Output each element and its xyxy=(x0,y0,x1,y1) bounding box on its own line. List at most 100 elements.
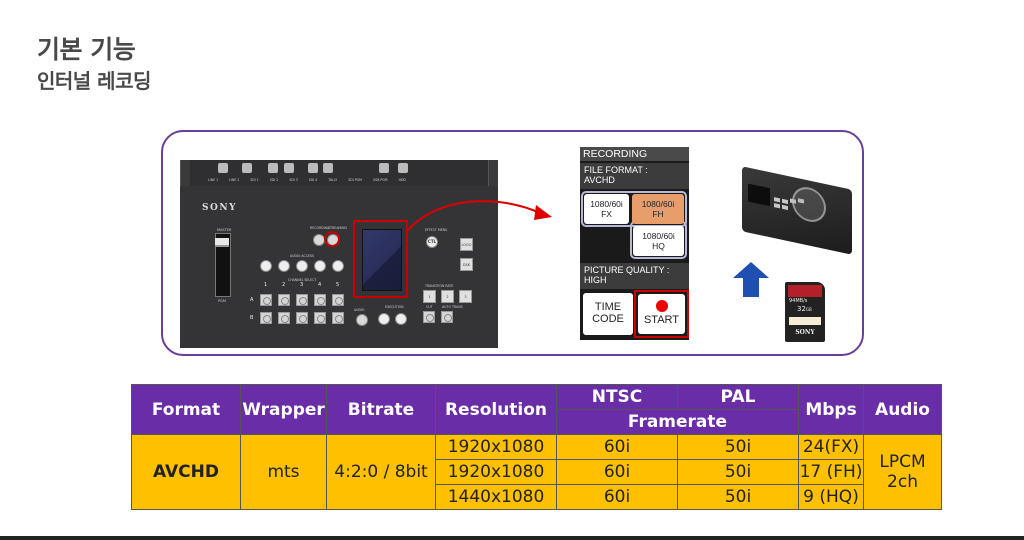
streaming-highlight xyxy=(324,231,340,247)
lcd-touch-screen[interactable] xyxy=(362,229,402,291)
device-brand-logo: SONY xyxy=(202,203,237,213)
execution-button[interactable] xyxy=(378,313,390,325)
channel-a-button[interactable] xyxy=(314,294,326,306)
arrow-head xyxy=(534,205,552,220)
header-resolution: Resolution xyxy=(435,384,557,435)
header-wrapper: Wrapper xyxy=(240,384,327,435)
recording-menu-panel: RECORDING FILE FORMAT : AVCHD 1080/60i F… xyxy=(580,147,689,340)
time-code-line2: CODE xyxy=(592,313,624,325)
effect-menu-button[interactable]: CTL xyxy=(426,236,438,248)
audio-button[interactable] xyxy=(260,260,272,272)
device-sd-slot-illustration xyxy=(738,166,856,258)
option-line2: HQ xyxy=(652,241,665,251)
format-option-fx[interactable]: 1080/60i FX xyxy=(584,194,629,224)
transition-rate-button[interactable]: 2 xyxy=(441,290,454,303)
sd-speed: 94MB/s xyxy=(789,298,808,304)
cut-label: CUT xyxy=(426,305,433,309)
connector-icon xyxy=(379,163,389,173)
port-label: LINE 1 xyxy=(208,178,219,182)
cell-ntsc: 60i xyxy=(556,484,678,510)
arrow-line xyxy=(407,200,541,231)
cell-pal: 50i xyxy=(677,459,799,485)
row-a-label: A xyxy=(250,297,254,303)
bottom-divider xyxy=(0,536,1024,540)
picture-quality-info: PICTURE QUALITY : HIGH xyxy=(580,263,689,289)
audio-button[interactable] xyxy=(332,260,344,272)
row-b-label: B xyxy=(250,315,254,321)
master-fader[interactable] xyxy=(215,233,231,297)
dial-icon xyxy=(792,183,826,226)
channel-b-button[interactable] xyxy=(278,312,290,324)
pgm-label: PGM xyxy=(218,299,226,303)
start-highlight: START xyxy=(634,290,689,338)
format-option-hq[interactable]: 1080/60i HQ xyxy=(633,226,684,256)
device-key xyxy=(774,197,780,203)
option-line1: 1080/60i xyxy=(590,199,623,209)
cell-mbps: 24(FX) xyxy=(798,434,864,460)
device-post xyxy=(488,160,498,186)
audio-button[interactable] xyxy=(296,260,308,272)
cell-ntsc: 60i xyxy=(556,459,678,485)
port-label: USB PGM xyxy=(372,178,388,182)
start-button[interactable]: START xyxy=(638,294,685,334)
port-label: SDI 3 xyxy=(289,178,298,182)
time-code-line1: TIME xyxy=(594,301,622,313)
red-arrow-icon xyxy=(407,200,552,231)
channel-number: 2 xyxy=(282,282,286,288)
cell-resolution: 1920x1080 xyxy=(435,459,557,485)
fader-knob[interactable] xyxy=(215,238,229,247)
port-label: HDD xyxy=(398,178,406,182)
sd-card-label-area xyxy=(789,317,821,325)
sd-card-stripe xyxy=(788,285,822,297)
device-rear-panel: LINE 1 LINE 2 SDI 1 SDI 2 SDI 3 SDI 4 TA… xyxy=(180,160,498,186)
channel-b-button[interactable] xyxy=(332,312,344,324)
connector-icon xyxy=(323,163,333,173)
channel-b-button[interactable] xyxy=(296,312,308,324)
device-key xyxy=(774,203,780,209)
audio-label: AUDIO xyxy=(354,308,365,312)
header-pal: PAL xyxy=(677,384,799,410)
option-line1: 1080/60i xyxy=(642,231,675,241)
cell-resolution: 1920x1080 xyxy=(435,434,557,460)
file-format-value: AVCHD xyxy=(584,175,615,185)
audio-follow-button[interactable] xyxy=(356,314,368,326)
port-label: LINE 2 xyxy=(229,178,240,182)
option-line2: FX xyxy=(601,209,612,219)
sd-card-icon: 94MB/s 32GB SONY xyxy=(785,282,825,342)
cell-audio: LPCM 2ch xyxy=(863,434,942,510)
port-label: SDI 2 xyxy=(269,178,279,182)
transition-rate-button[interactable]: 1 xyxy=(423,290,436,303)
logo-button[interactable]: LOGO xyxy=(460,238,473,251)
channel-number: 3 xyxy=(300,282,304,288)
channel-number: 4 xyxy=(318,282,322,288)
execution-button[interactable] xyxy=(395,313,407,325)
connector-icon xyxy=(284,163,294,173)
dsk-button[interactable]: DSK xyxy=(460,258,473,271)
effect-menu-label: EFFECT MENU xyxy=(425,228,448,232)
page-title: 기본 기능 xyxy=(37,35,136,64)
connector-icon xyxy=(398,163,408,173)
cut-button[interactable] xyxy=(423,311,435,323)
channel-b-button[interactable] xyxy=(314,312,326,324)
table-row: AVCHD mts 4:2:0 / 8bit 1920x1080 60i 50i… xyxy=(131,434,942,510)
device-post xyxy=(180,160,190,186)
channel-number: 1 xyxy=(264,282,268,288)
channel-a-button[interactable] xyxy=(260,294,272,306)
cell-ntsc: 60i xyxy=(556,434,678,460)
auto-trans-label: AUTO TRANS xyxy=(442,305,463,309)
auto-trans-button[interactable] xyxy=(441,311,453,323)
channel-a-button[interactable] xyxy=(332,294,344,306)
transition-rate-button[interactable]: 3 xyxy=(459,290,472,303)
channel-a-button[interactable] xyxy=(278,294,290,306)
recording-spec-table: Format Wrapper Bitrate Resolution NTSC P… xyxy=(131,384,942,510)
channel-b-button[interactable] xyxy=(260,312,272,324)
cell-format: AVCHD xyxy=(131,434,241,510)
time-code-button[interactable]: TIME CODE xyxy=(583,293,633,335)
channel-a-button[interactable] xyxy=(296,294,308,306)
port-label: SDI PGM xyxy=(348,178,362,182)
sd-card-brand: SONY xyxy=(795,329,815,336)
cell-resolution: 1440x1080 xyxy=(435,484,557,510)
audio-button[interactable] xyxy=(278,260,290,272)
audio-button[interactable] xyxy=(314,260,326,272)
format-option-fh[interactable]: 1080/60i FH xyxy=(632,194,684,224)
